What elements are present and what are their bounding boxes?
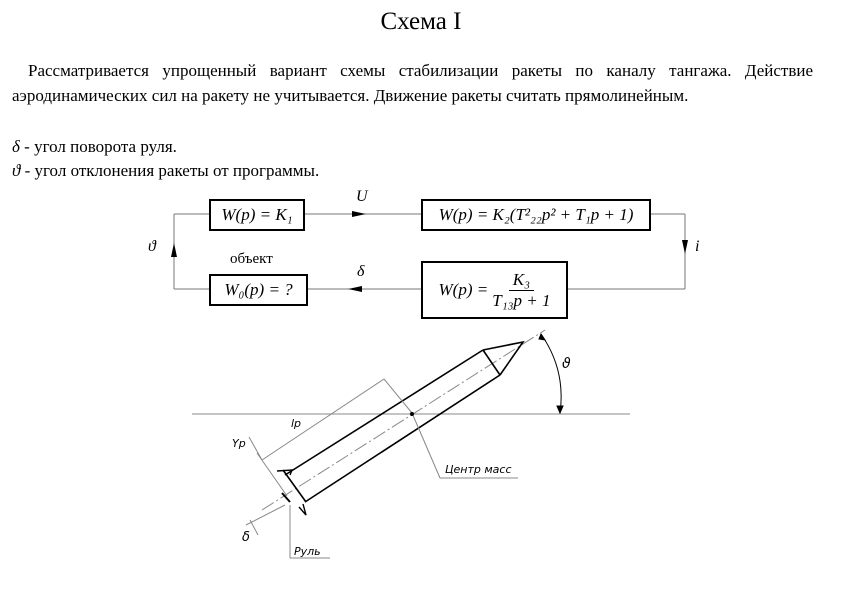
definition-text: - угол отклонения ракеты от программы. — [20, 161, 320, 180]
signal-i-label: i — [695, 238, 700, 255]
definition-symbol: δ — [12, 137, 20, 156]
block-k3-lhs: W(p) = — [438, 280, 489, 299]
arrow-u — [352, 211, 366, 217]
delta-angle-label: δ — [242, 530, 250, 545]
page-title: Схема I — [380, 8, 462, 35]
block-k3-numerator: K₃ — [508, 270, 534, 291]
arrow-delta — [348, 286, 362, 292]
theta-angle-label: ϑ — [562, 356, 571, 372]
signal-theta-label: ϑ — [148, 238, 156, 255]
block-k3-denominator: T₁₃p + 1 — [492, 290, 551, 310]
rudder-label: Руль — [294, 545, 321, 558]
intro-paragraph: Рассматривается упрощенный вариант схемы… — [12, 61, 813, 105]
arrow-theta — [171, 243, 177, 257]
object-label: объект — [230, 251, 273, 267]
block-k2: W(p) = K₂(T²₂₂p² + T₁p + 1) — [421, 199, 651, 231]
signal-u-label: U — [356, 188, 368, 205]
center-of-mass-label: Центр масс — [445, 463, 512, 476]
definition-delta: δ - угол поворота руля. — [12, 134, 813, 159]
block-object: W₀(p) = ? — [209, 274, 308, 306]
arrow-i — [682, 240, 688, 254]
definition-text: - угол поворота руля. — [19, 137, 177, 156]
signal-delta-label: δ — [357, 263, 365, 280]
lp-label: lp — [291, 417, 302, 430]
definition-symbol: ϑ — [12, 161, 21, 180]
yp-label: Yp — [232, 437, 246, 450]
rocket-drawing — [192, 329, 630, 559]
block-k1: W(p) = K₁ — [209, 199, 305, 231]
definition-theta: ϑ - угол отклонения ракеты от программы. — [12, 158, 813, 183]
